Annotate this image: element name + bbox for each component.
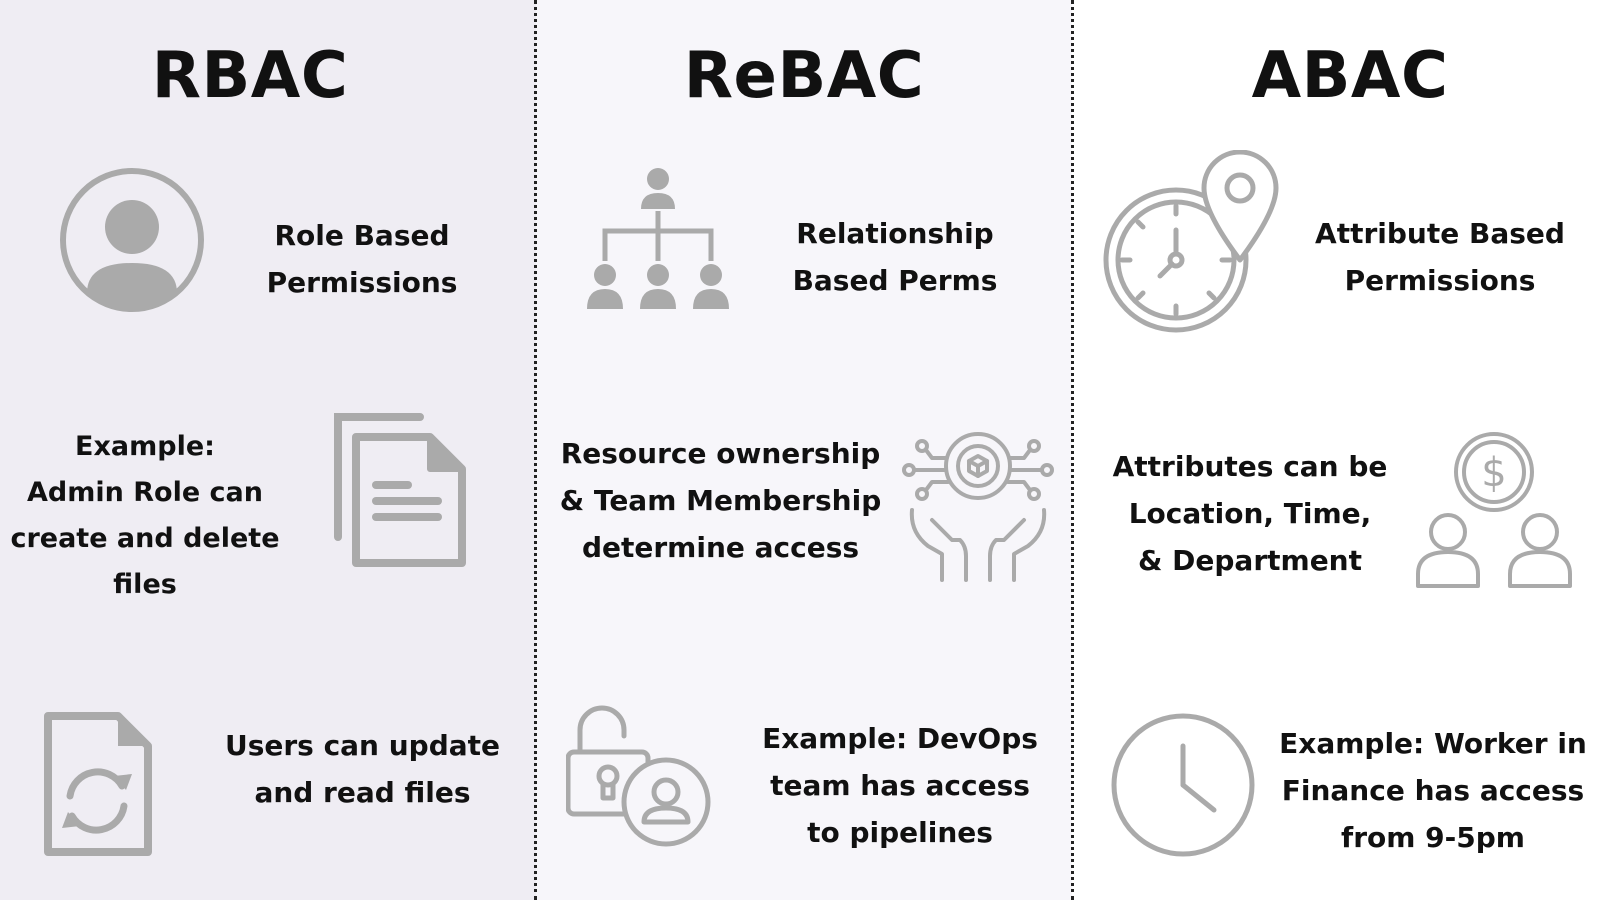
file-sync-icon bbox=[40, 710, 155, 860]
user-avatar-icon bbox=[57, 165, 207, 315]
abac-title: ABAC bbox=[1251, 39, 1449, 113]
abac-item-3-text: Example: Worker in Finance has access fr… bbox=[1279, 727, 1587, 854]
rbac-item-1-text: Role Based Permissions bbox=[266, 219, 458, 299]
hands-network-icon bbox=[902, 428, 1054, 586]
rebac-title: ReBAC bbox=[683, 39, 925, 113]
abac-item-1-text: Attribute Based Permissions bbox=[1315, 217, 1565, 297]
unlocked-user-icon bbox=[566, 700, 714, 850]
rbac-item-2-text: Example: Admin Role can create and delet… bbox=[10, 431, 280, 600]
rebac-item-3-text: Example: DevOps team has access to pipel… bbox=[762, 722, 1038, 849]
rebac-item-2-text: Resource ownership & Team Membership det… bbox=[559, 437, 882, 564]
clock-icon bbox=[1110, 712, 1256, 858]
rebac-item-1-text: Relationship Based Perms bbox=[792, 217, 998, 297]
abac-item-2-text: Attributes can be Location, Time, & Depa… bbox=[1112, 450, 1388, 577]
users-dollar-icon: $ bbox=[1416, 432, 1576, 592]
documents-icon bbox=[330, 413, 470, 568]
rbac-item-3-text: Users can update and read files bbox=[224, 729, 501, 809]
column-divider-left bbox=[534, 0, 537, 900]
clock-location-icon bbox=[1100, 150, 1290, 340]
svg-text:$: $ bbox=[1481, 450, 1506, 496]
rbac-title: RBAC bbox=[151, 39, 349, 113]
hierarchy-icon bbox=[583, 167, 733, 317]
column-divider-right bbox=[1071, 0, 1074, 900]
